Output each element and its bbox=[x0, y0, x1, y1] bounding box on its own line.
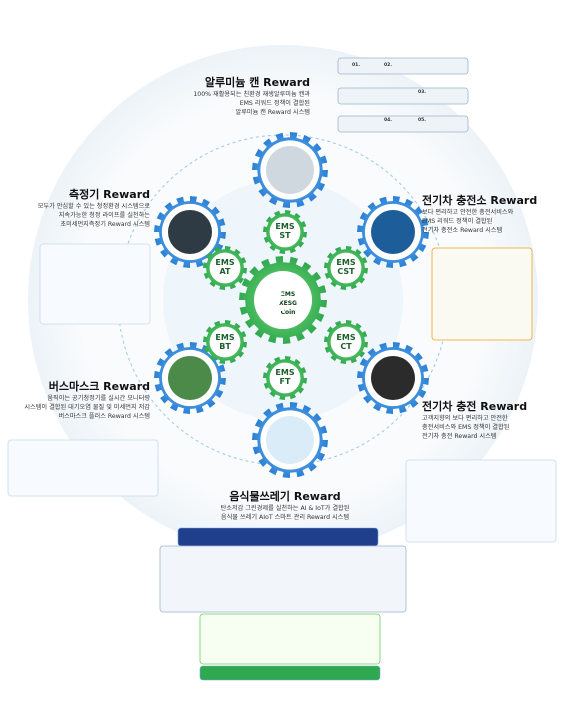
food-desc-2: 음식물 쓰레기 AIoT 스마트 관리 Reward 시스템 bbox=[220, 514, 350, 521]
ev-station-image bbox=[371, 210, 415, 254]
ev-station-desc-2: EMS 리워드 정책이 결합된 bbox=[422, 218, 493, 225]
step-03: 03. bbox=[418, 90, 426, 95]
ev-station-flow-panel bbox=[431, 247, 533, 341]
meter-device-image bbox=[168, 210, 212, 254]
aluminum-flow-row2 bbox=[337, 87, 469, 105]
gear-st-hub bbox=[269, 216, 301, 248]
ev-charge-desc-2: 충전서비스와 EMS 정책이 결합된 bbox=[422, 424, 510, 431]
ev-station-title: 전기차 충전소 Reward bbox=[422, 194, 538, 207]
bus-mask-desc-2: 시스템이 결합된 대기오염 물질 및 미세먼지 저감 bbox=[24, 404, 150, 411]
food-flow-footer bbox=[199, 665, 381, 681]
food-flow-header bbox=[177, 527, 379, 547]
gear-center-hub bbox=[253, 270, 313, 330]
step-05: 05. bbox=[418, 118, 426, 123]
aluminum-title: 알루미늄 캔 Reward bbox=[204, 76, 310, 89]
center-line3: Coin bbox=[280, 309, 296, 316]
center-coin-label: EMS XESG Coin bbox=[258, 290, 318, 317]
meter-flow-panel bbox=[39, 243, 151, 325]
gear-ct-hub bbox=[330, 326, 362, 358]
aluminum-can-image bbox=[266, 146, 314, 194]
bus-mask-desc-1: 움직이는 공기청정기를 실시간 모니터링 bbox=[47, 395, 150, 402]
bus-mask-section: 버스마스크 Reward 움직이는 공기청정기를 실시간 모니터링 시스템이 결… bbox=[4, 378, 150, 421]
aluminum-flow-row3 bbox=[337, 115, 469, 133]
ev-charge-desc-3: 전기차 충전 Reward 시스템 bbox=[422, 433, 497, 440]
meter-section: 측정기 Reward 모두가 안심할 수 있는 청정환경 시스템으로 지속가능한… bbox=[10, 186, 150, 229]
center-line2: XESG bbox=[279, 300, 297, 307]
aluminum-desc-2: EMS 리워드 정책이 결합된 bbox=[239, 100, 310, 107]
bus-image bbox=[168, 356, 212, 400]
aluminum-section: 알루미늄 캔 Reward 100% 재활용되는 친환경 재생알루미늄 캔과 E… bbox=[150, 74, 310, 117]
food-title: 음식물쓰레기 Reward bbox=[229, 490, 341, 503]
aluminum-desc-1: 100% 재활용되는 친환경 재생알루미늄 캔과 bbox=[193, 91, 310, 98]
food-flow-green-panel bbox=[199, 613, 381, 665]
gear-at-hub bbox=[209, 252, 241, 284]
aluminum-flow-row1 bbox=[337, 57, 469, 75]
ev-station-desc-3: 전기차 충전소 Reward 시스템 bbox=[422, 227, 503, 234]
meter-desc-2: 지속가능한 청정 라이프를 실천하는 bbox=[58, 212, 150, 219]
meter-title: 측정기 Reward bbox=[68, 188, 150, 201]
center-line1: EMS bbox=[280, 291, 296, 298]
ev-station-desc-1: 보다 편리하고 안전한 충전서비스와 bbox=[422, 209, 514, 216]
food-flow-panel bbox=[159, 545, 407, 613]
gear-cst-hub bbox=[330, 252, 362, 284]
ev-charge-title: 전기차 충전 Reward bbox=[422, 400, 528, 413]
step-04: 04. bbox=[384, 118, 392, 123]
meter-desc-3: 초미세먼지측정기 Reward 시스템 bbox=[60, 221, 150, 228]
ev-station-section: 전기차 충전소 Reward 보다 편리하고 안전한 충전서비스와 EMS 리워… bbox=[422, 192, 562, 235]
step-02: 02. bbox=[384, 63, 392, 68]
step-01: 01. bbox=[352, 63, 360, 68]
food-bin-image bbox=[266, 416, 314, 464]
bus-mask-title: 버스마스크 Reward bbox=[48, 380, 150, 393]
meter-desc-1: 모두가 안심할 수 있는 청정환경 시스템으로 bbox=[37, 203, 150, 210]
food-section: 음식물쓰레기 Reward 탄소저감 그린경제를 실천하는 AI & IoT가 … bbox=[180, 488, 390, 522]
ev-charger-image bbox=[371, 356, 415, 400]
ev-charge-section: 전기차 충전 Reward 고객지향의 보다 편리하고 안전한 충전서비스와 E… bbox=[422, 398, 562, 441]
bus-mask-desc-3: 버스마스크 플러스 Reward 시스템 bbox=[58, 413, 150, 420]
ev-charge-desc-1: 고객지향의 보다 편리하고 안전한 bbox=[422, 415, 508, 422]
gear-bt-hub bbox=[209, 326, 241, 358]
aluminum-desc-3: 알루미늄 캔 Reward 시스템 bbox=[235, 109, 310, 116]
gear-ft-hub bbox=[269, 362, 301, 394]
food-desc-1: 탄소저감 그린경제를 실천하는 AI & IoT가 결합된 bbox=[220, 505, 350, 512]
ev-charge-flow-panel bbox=[405, 459, 557, 543]
bus-mask-flow-panel bbox=[7, 439, 159, 497]
sigma-logo-icon: ∑ bbox=[270, 288, 285, 312]
